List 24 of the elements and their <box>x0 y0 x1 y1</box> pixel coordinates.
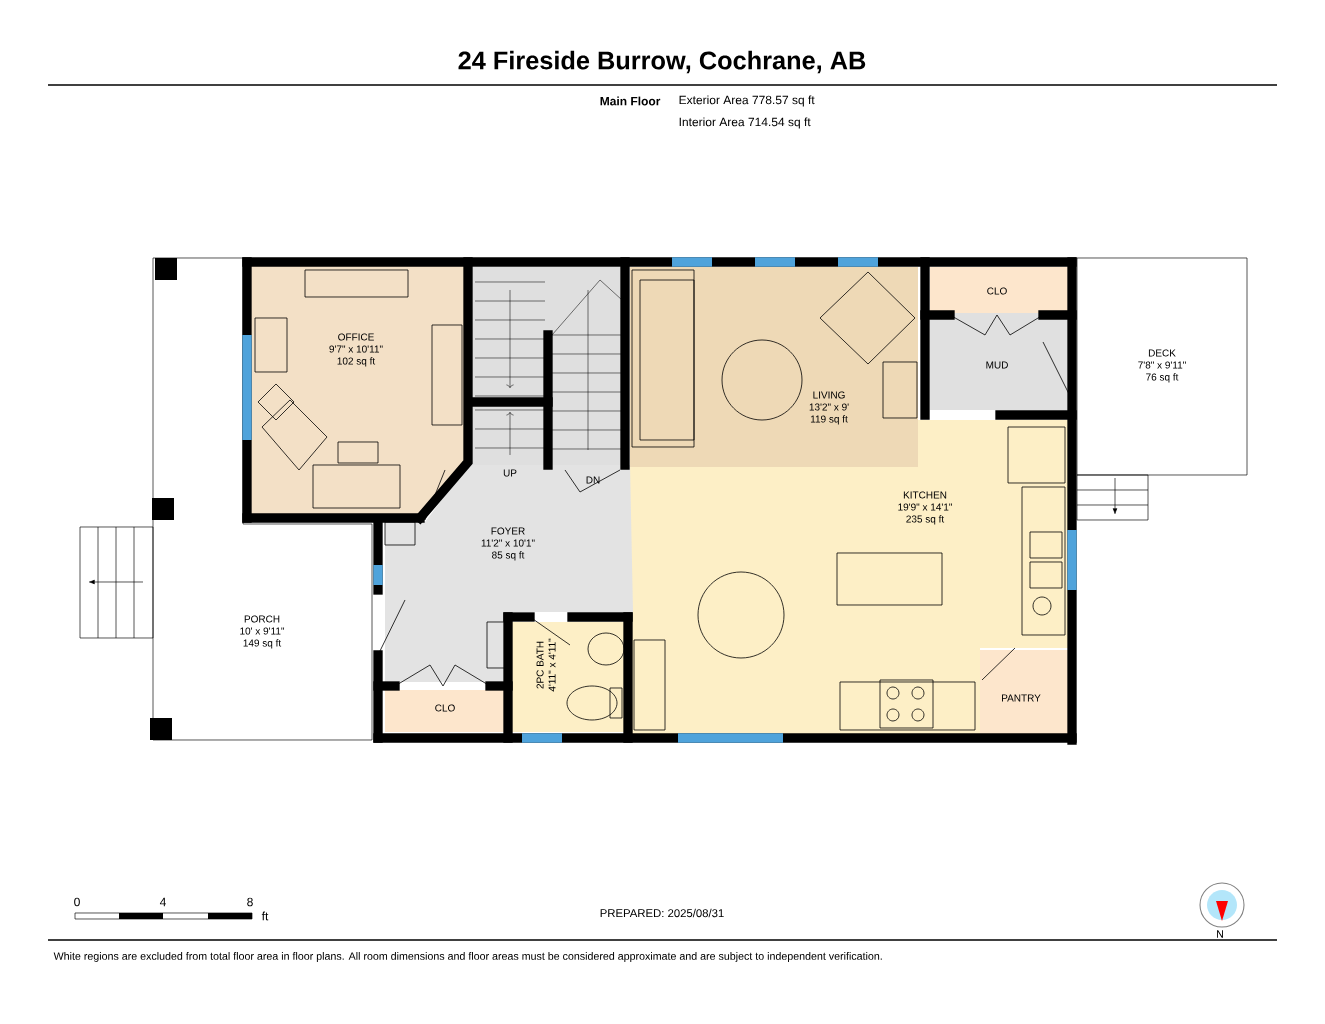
room: 2PC BATH 4'11" x 4'11" <box>512 622 624 732</box>
room: DECK 7'8" x 9'11" 76 sq ft <box>1076 257 1248 476</box>
scale-label: 0 <box>74 897 80 907</box>
room: CLO <box>385 690 505 732</box>
heading-label: Main Floor <box>600 96 661 106</box>
area-label: Interior Area 714.54 sq ft <box>679 117 811 129</box>
title: 24 Fireside Burrow, Cochrane, AB <box>458 50 866 74</box>
room: CLO <box>930 267 1068 313</box>
room: LIVING 13'2" x 9' 119 sq ft <box>630 267 918 467</box>
node-label: 11'2" x 10'1" <box>481 539 535 547</box>
node-label: 85 sq ft <box>492 551 525 561</box>
date-label: PREPARED: 2025/08/31 <box>600 908 724 918</box>
node-label: FOYER <box>491 527 525 535</box>
room: PANTRY <box>980 650 1068 735</box>
area-label: Exterior Area 778.57 sq ft <box>679 95 815 107</box>
room: MUD <box>930 313 1068 410</box>
scale-label: 8 <box>247 897 253 907</box>
stair-label: DN <box>586 476 600 484</box>
scale-label: 4 <box>159 897 166 907</box>
stair-label: UP <box>503 469 517 477</box>
room: OFFICE 9'7" x 10'11" 102 sq ft <box>250 265 465 515</box>
compass-label: N <box>1217 930 1223 938</box>
scale-label: ft <box>261 911 269 921</box>
footnote: White regions are excluded from total floor area in floor plans. All room dimensions and floor areas must be considered approximate and are subject to independent verification. <box>53 952 882 962</box>
